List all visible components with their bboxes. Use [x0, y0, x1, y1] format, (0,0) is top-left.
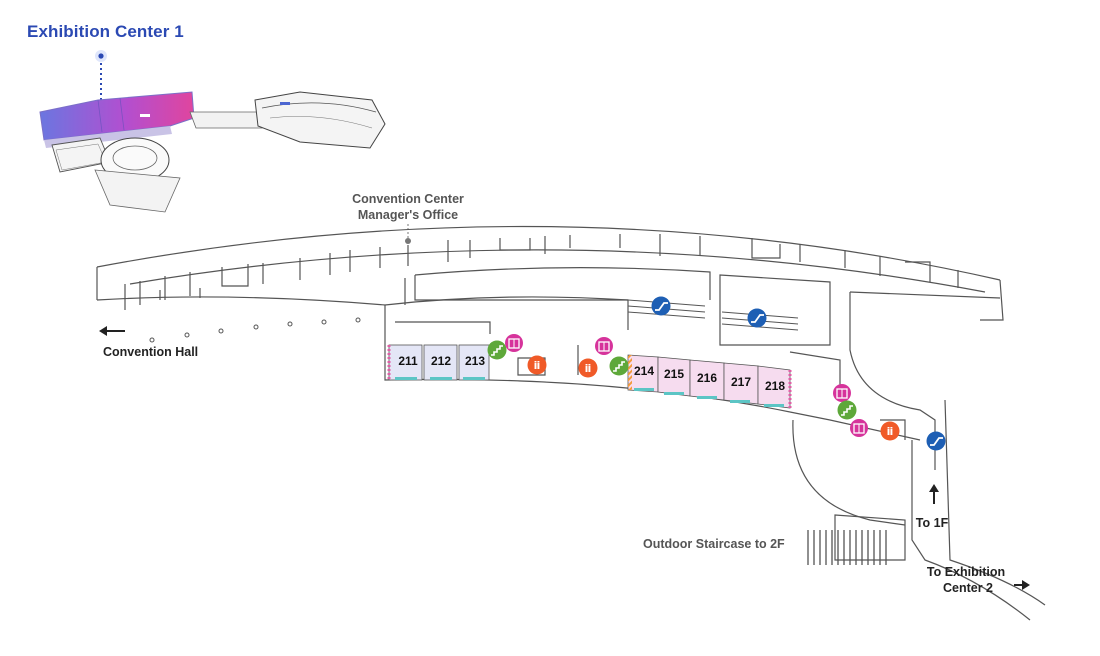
escalator-icon: [747, 308, 767, 328]
elevator-icon: [850, 419, 868, 437]
floor-plan: [96, 225, 1046, 621]
elevator-icon: [595, 337, 613, 355]
room-217-label: 217: [731, 375, 751, 389]
restroom-icon: ⅱ: [578, 358, 598, 378]
room-215-label: 215: [664, 367, 684, 381]
manager-office-label-1: Convention Center: [352, 192, 464, 206]
manager-office-label-2: Manager's Office: [358, 208, 458, 222]
office-pin-icon: [405, 224, 411, 244]
outdoor-staircase: [807, 530, 887, 565]
elevator-icon: [505, 334, 523, 352]
arrow-left-icon: [99, 326, 125, 336]
svg-text:ⅱ: ⅱ: [585, 363, 592, 375]
stairs-icon: [609, 356, 629, 376]
to-exhibition-center-2-label-2: Center 2: [943, 581, 993, 595]
restroom-icon: ⅱ: [527, 355, 547, 375]
svg-text:ⅱ: ⅱ: [534, 360, 541, 372]
to-1f-label: To 1F: [916, 516, 949, 530]
building-overview: [39, 50, 386, 213]
location-pin-icon: [95, 50, 107, 100]
stairs-icon: [837, 400, 857, 420]
outdoor-staircase-label: Outdoor Staircase to 2F: [643, 537, 785, 551]
elevator-icon: [833, 384, 851, 402]
restroom-icon: ⅱ: [880, 421, 900, 441]
convention-hall-label: Convention Hall: [103, 345, 198, 359]
room-213-label: 213: [465, 354, 485, 368]
stairs-icon: [487, 340, 507, 360]
escalator-icon: [651, 296, 671, 316]
room-216-label: 216: [697, 371, 717, 385]
room-218-label: 218: [765, 379, 785, 393]
rooms: [387, 344, 792, 409]
escalator-icon: [926, 431, 946, 451]
room-212-label: 212: [431, 354, 451, 368]
arrow-up-icon: [929, 484, 939, 504]
svg-text:ⅱ: ⅱ: [887, 426, 894, 438]
room-211-label: 211: [398, 354, 418, 368]
to-exhibition-center-2-label-1: To Exhibition: [927, 565, 1005, 579]
arrow-right-icon: [1014, 580, 1030, 590]
hall-path-dots: [149, 317, 361, 343]
room-214-label: 214: [634, 364, 654, 378]
page-title: Exhibition Center 1: [27, 22, 184, 41]
